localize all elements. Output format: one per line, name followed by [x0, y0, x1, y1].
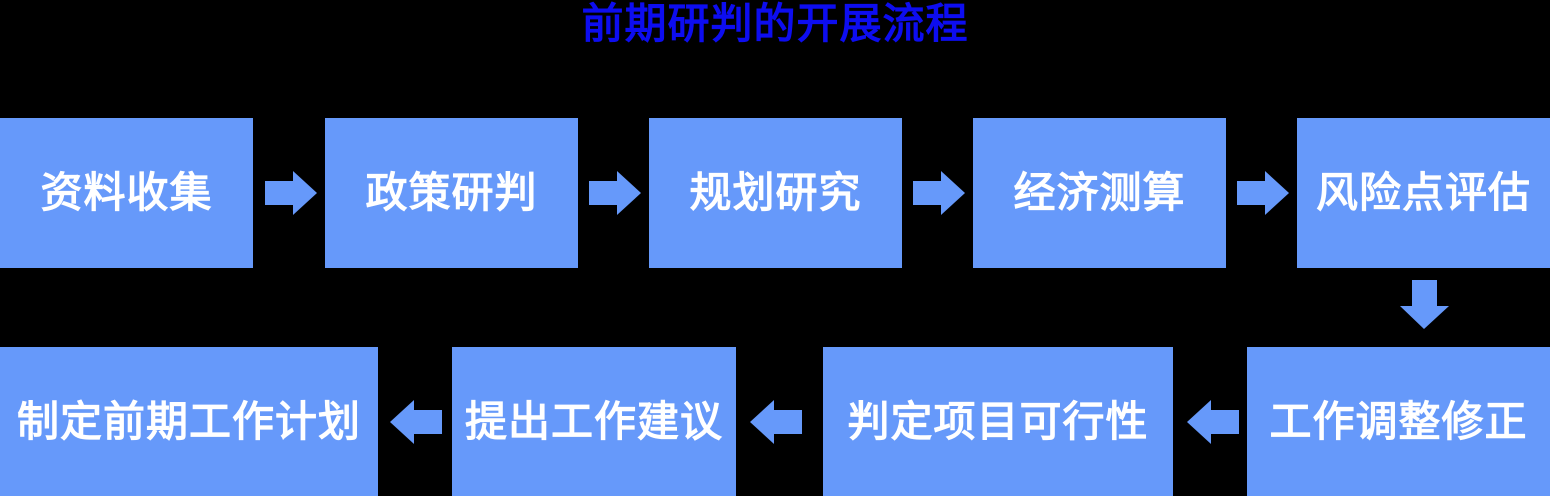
arrow-head	[1265, 171, 1289, 215]
arrow-shaft	[1412, 280, 1437, 308]
flow-node-label: 风险点评估	[1315, 169, 1531, 216]
arrow-head	[293, 171, 317, 215]
flow-node-jingjiceisuan[interactable]: 经济测算	[973, 118, 1226, 268]
arrow-shaft	[265, 181, 295, 205]
arrow-left-icon-3	[1187, 400, 1239, 444]
flow-node-guihuayanjiu[interactable]: 规划研究	[649, 118, 902, 268]
arrow-left-icon-1	[390, 400, 442, 444]
arrow-head	[617, 171, 641, 215]
flow-node-zhengceyanpan[interactable]: 政策研判	[325, 118, 578, 268]
flow-node-label: 制定前期工作计划	[16, 397, 361, 445]
arrow-head	[390, 400, 414, 444]
flow-node-ziliaoshouji[interactable]: 资料收集	[0, 118, 253, 268]
arrow-shaft	[1237, 181, 1267, 205]
flow-node-label: 经济测算	[1013, 169, 1186, 216]
arrow-head	[1187, 400, 1211, 444]
arrow-shaft	[913, 181, 943, 205]
flow-node-label: 资料收集	[40, 169, 213, 216]
arrow-shaft	[1209, 410, 1239, 434]
flow-node-tichugongzuojianyi[interactable]: 提出工作建议	[452, 347, 736, 496]
arrow-right-icon-4	[1237, 171, 1289, 215]
flow-node-label: 工作调整修正	[1269, 397, 1528, 445]
arrow-left-icon-2	[750, 400, 802, 444]
flow-node-label: 规划研究	[689, 169, 862, 216]
arrow-head	[1400, 306, 1449, 329]
flow-node-label: 提出工作建议	[464, 397, 723, 445]
arrow-shaft	[412, 410, 442, 434]
flow-node-label: 判定项目可行性	[847, 397, 1149, 445]
arrow-shaft	[772, 410, 802, 434]
arrow-right-icon-2	[589, 171, 641, 215]
flow-node-label: 政策研判	[365, 169, 538, 216]
flow-node-gongzuotiaozhengxiuzheng[interactable]: 工作调整修正	[1247, 347, 1550, 496]
flow-node-fengxiandianpinggu[interactable]: 风险点评估	[1297, 118, 1550, 268]
page-title: 前期研判的开展流程	[581, 0, 969, 47]
flow-node-pandingxiangmukexingxing[interactable]: 判定项目可行性	[823, 347, 1173, 496]
arrow-shaft	[589, 181, 619, 205]
flow-node-zhidingqianqigongzuojihua[interactable]: 制定前期工作计划	[0, 347, 378, 496]
arrow-down-icon	[1400, 280, 1449, 329]
arrow-head	[750, 400, 774, 444]
arrow-right-icon-3	[913, 171, 965, 215]
arrow-right-icon-1	[265, 171, 317, 215]
arrow-head	[941, 171, 965, 215]
